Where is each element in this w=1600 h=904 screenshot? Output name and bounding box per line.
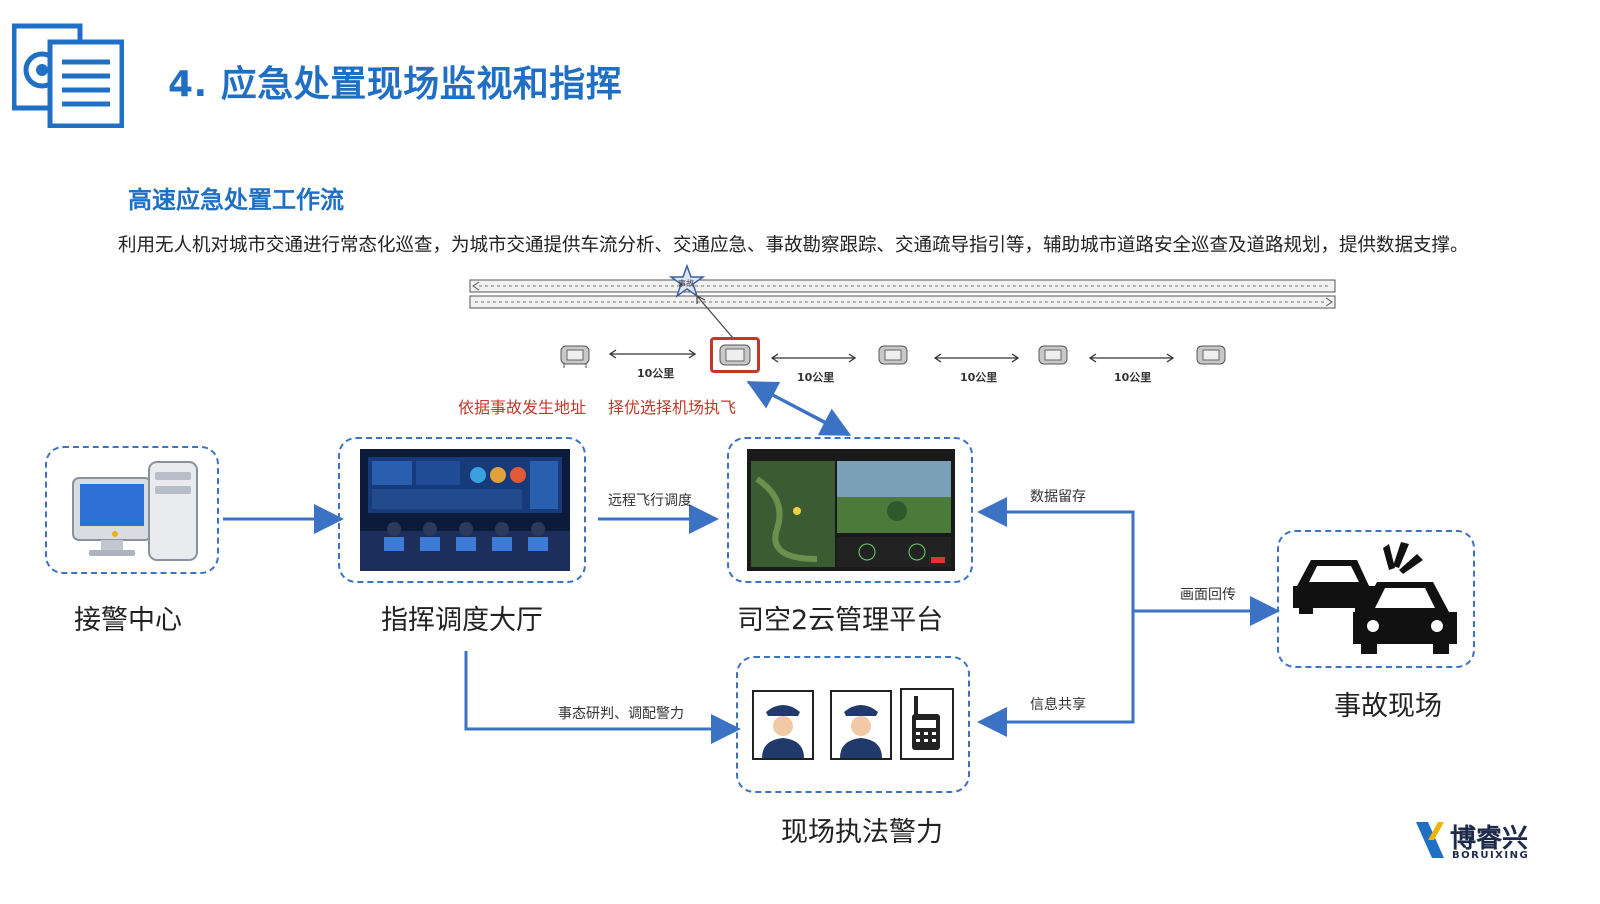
drone-dock-selected-icon: [710, 337, 760, 373]
alarm-center-label: 接警中心: [74, 605, 182, 636]
police-officer-icon: [752, 690, 814, 760]
brand-logo-mark: [1416, 822, 1444, 858]
annotation-select-dock: 择优选择机场执飞: [608, 398, 737, 417]
drone-dock-icon: [1194, 340, 1228, 368]
car-crash-icon: [1293, 542, 1457, 654]
alarm-center-node: [45, 446, 219, 574]
command-hall-label: 指挥调度大厅: [381, 605, 543, 636]
annotation-incident-address: 依据事故发生地址: [458, 398, 587, 417]
police-officer-icon: [830, 690, 892, 760]
accident-scene-label: 事故现场: [1334, 691, 1442, 722]
brand-name-en: BORUIXING: [1452, 850, 1530, 861]
drone-dock-icon: [558, 340, 592, 368]
edge-label-data-retention: 数据留存: [1030, 489, 1086, 505]
drone-dock-icon: [876, 340, 910, 368]
field-police-label: 现场执法警力: [781, 817, 943, 848]
document-gear-icon: [11, 22, 125, 129]
edge-label-remote-dispatch: 远程飞行调度: [608, 493, 692, 509]
edge-label-video-return: 画面回传: [1180, 587, 1236, 603]
cloud-platform-node: [727, 437, 973, 583]
field-police-node: [736, 656, 970, 793]
accident-scene-node: [1277, 530, 1475, 668]
distance-label: 10公里: [637, 367, 675, 380]
walkie-talkie-icon: [900, 688, 954, 760]
distance-label: 10公里: [960, 371, 998, 384]
computer-icon: [72, 461, 198, 561]
command-hall-image: [360, 449, 570, 571]
distance-label: 10公里: [797, 371, 835, 384]
highway-diagram: [465, 262, 1345, 382]
edge-label-info-share: 信息共享: [1030, 697, 1086, 713]
cloud-platform-label: 司空2云管理平台: [737, 605, 944, 636]
brand-name-cn: 博睿兴: [1450, 824, 1529, 854]
page-title: 4. 应急处置现场监视和指挥: [168, 64, 623, 105]
distance-label: 10公里: [1114, 371, 1152, 384]
drone-dock-icon: [1036, 340, 1070, 368]
distance-arrows: [600, 348, 1230, 368]
description-text: 利用无人机对城市交通进行常态化巡查，为城市交通提供车流分析、交通应急、事故勘察跟…: [118, 235, 1469, 256]
command-hall-node: [338, 437, 586, 583]
edge-label-situation-assess: 事态研判、调配警力: [558, 706, 684, 722]
section-subtitle: 高速应急处置工作流: [128, 186, 344, 214]
incident-label: 事故: [678, 279, 694, 288]
cloud-platform-screen: [747, 449, 955, 571]
brand-logo: 博睿兴 BORUIXING: [1414, 818, 1534, 864]
